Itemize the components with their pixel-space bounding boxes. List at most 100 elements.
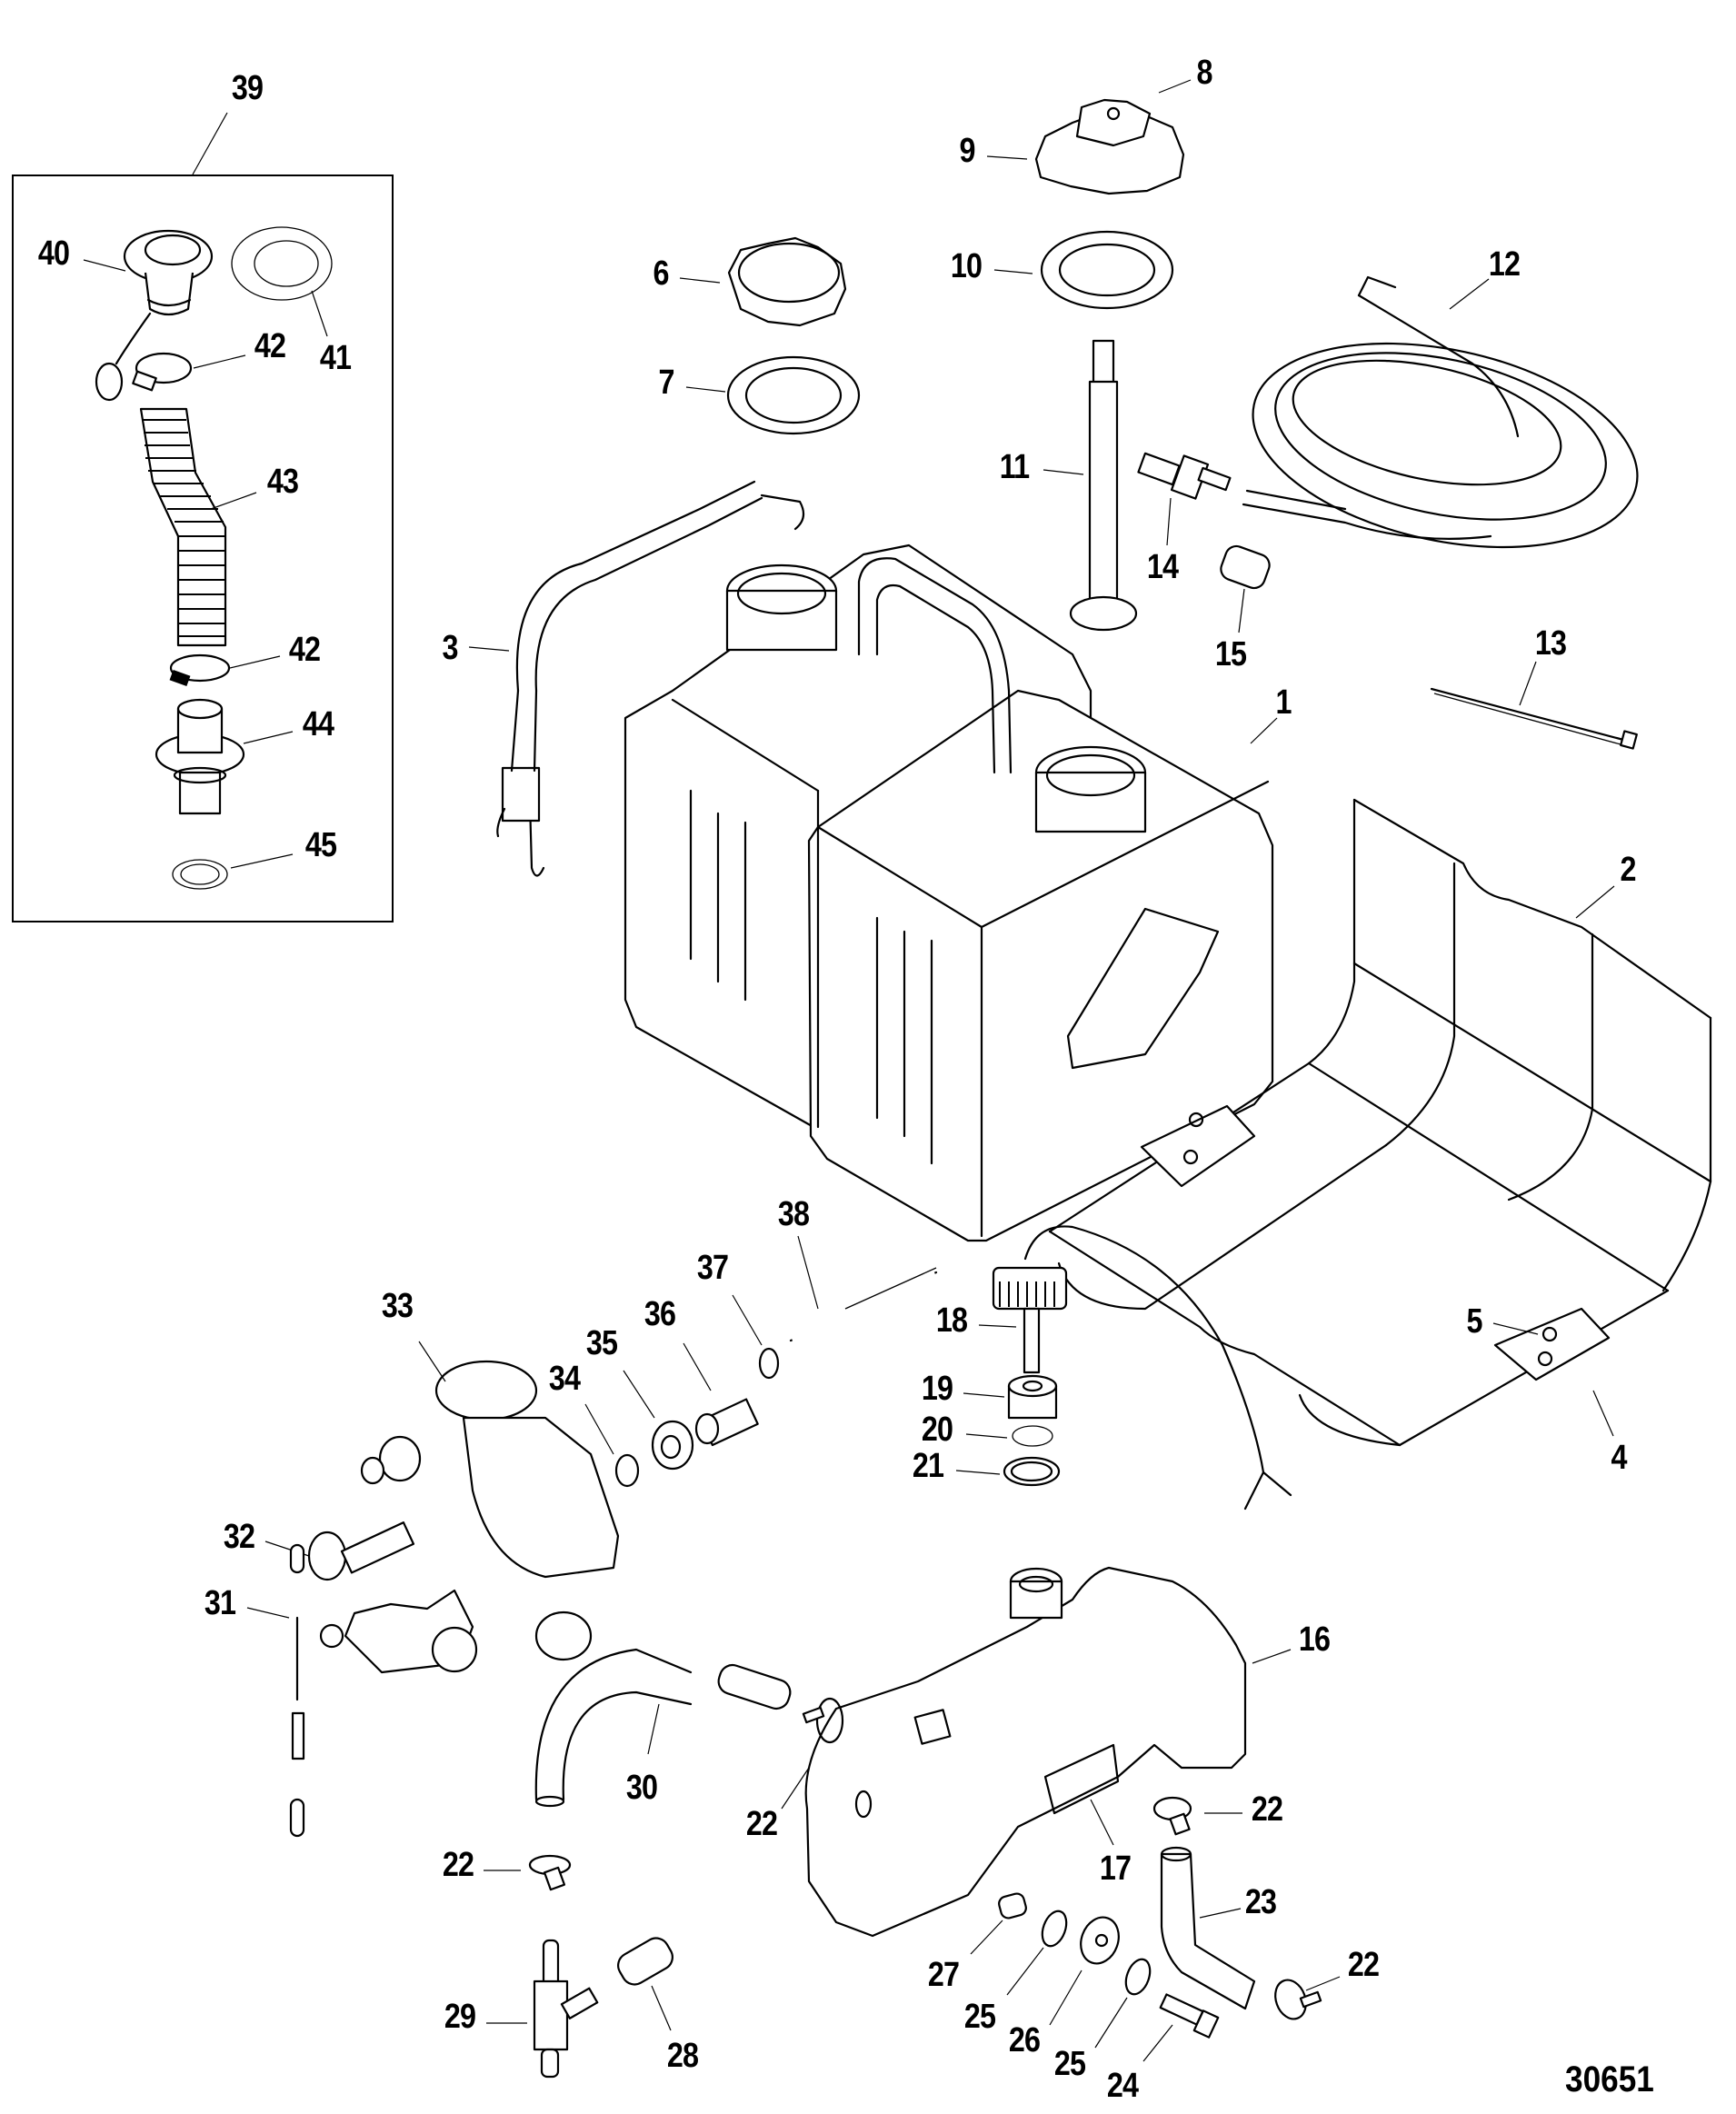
callout-25a: 25 [963, 1998, 996, 2036]
callout-42-upper: 42 [254, 327, 286, 365]
callout-22-right-upper: 22 [1251, 1790, 1283, 1829]
part-29-tee-fitting [533, 1939, 599, 2079]
part-13-cable-tie [1430, 687, 1638, 750]
leader-36 [683, 1342, 712, 1391]
part-14-fitting [1137, 452, 1232, 500]
callout-41: 41 [319, 339, 352, 377]
leader-12 [1449, 278, 1490, 310]
part-42-clamp-lower [169, 653, 231, 687]
leader-2 [1575, 885, 1615, 919]
callout-44: 44 [302, 705, 334, 743]
leader-5 [1492, 1322, 1539, 1335]
part-43-fill-hose [139, 407, 227, 647]
callout-2: 2 [1620, 851, 1636, 889]
part-44-fitting [155, 698, 245, 815]
leader-45 [230, 853, 294, 869]
part-27-bushing [998, 1892, 1027, 1920]
callout-24: 24 [1106, 2067, 1139, 2105]
callout-1: 1 [1275, 683, 1292, 722]
kit-39-group-box [12, 175, 394, 922]
leader-11 [1043, 469, 1084, 475]
callout-20: 20 [921, 1411, 953, 1449]
part-hose-short [717, 1663, 792, 1710]
callout-38: 38 [777, 1195, 810, 1233]
part-22-clamp-right-upper [1152, 1796, 1192, 1836]
leader-19 [963, 1392, 1005, 1398]
part-26-grommet [1080, 1916, 1120, 1965]
leader-41 [311, 290, 328, 337]
leader-44 [243, 731, 294, 744]
leader-23 [1199, 1908, 1242, 1919]
leader-7 [685, 386, 726, 393]
part-10-cap-gasket [1040, 230, 1174, 310]
part-42-clamp-upper [132, 352, 193, 392]
part-30-hose [534, 1648, 693, 1808]
part-33-oil-pump [319, 1360, 620, 1674]
callout-9: 9 [959, 132, 975, 170]
callout-6: 6 [653, 254, 669, 293]
leader-13 [1519, 661, 1537, 706]
leader-28 [651, 1985, 672, 2031]
callout-3: 3 [442, 629, 458, 667]
callout-45: 45 [304, 826, 337, 864]
leader-42-upper [193, 354, 246, 369]
leader-40 [83, 259, 126, 272]
part-4-clip-plate [1140, 1104, 1611, 1381]
part-25-washer-b [1124, 1958, 1152, 1996]
callout-31: 31 [204, 1584, 236, 1622]
callout-19: 19 [921, 1370, 953, 1408]
callout-21: 21 [912, 1447, 944, 1485]
part-32-screw [307, 1521, 415, 1581]
leader-20 [965, 1433, 1008, 1439]
part-36-bushing [694, 1398, 759, 1447]
callout-36: 36 [644, 1295, 676, 1333]
part-31-link-rod [289, 1543, 305, 1838]
part-22-clamp-left [528, 1854, 572, 1891]
leader-27 [970, 1920, 1003, 1955]
part-22-clamp-right-lower [1274, 1979, 1322, 2020]
part-19-grommet [1007, 1374, 1058, 1420]
leader-42-lower [229, 655, 281, 669]
leader-3 [468, 646, 510, 652]
leader-43 [210, 492, 257, 510]
leader-4 [1592, 1390, 1614, 1437]
leader-37 [732, 1294, 763, 1346]
leader-17 [1090, 1799, 1114, 1846]
callout-13: 13 [1534, 624, 1567, 663]
leader-21 [955, 1470, 1001, 1475]
leader-6 [679, 277, 721, 284]
callout-10: 10 [950, 247, 983, 285]
callout-7: 7 [658, 364, 674, 402]
part-28-hose [617, 1937, 673, 1986]
part-34-o-ring [614, 1453, 640, 1488]
part-11-pickup-tube [1069, 339, 1138, 632]
part-24-screw [1159, 1993, 1220, 2039]
leader-16 [1252, 1649, 1292, 1664]
callout-30: 30 [625, 1769, 658, 1807]
callout-23: 23 [1244, 1883, 1277, 1921]
callout-32: 32 [223, 1518, 255, 1556]
callout-28: 28 [666, 2037, 699, 2075]
leader-33 [418, 1341, 446, 1382]
part-1-remote-oil-tank [624, 543, 1274, 1242]
callout-8: 8 [1196, 54, 1212, 92]
callout-17: 17 [1099, 1850, 1132, 1888]
part-21-seal [1003, 1456, 1061, 1487]
part-25-washer-a [1041, 1910, 1068, 1948]
callout-34: 34 [548, 1360, 581, 1398]
callout-12: 12 [1488, 245, 1521, 284]
callout-29: 29 [444, 1998, 476, 2036]
part-35-seal [651, 1420, 694, 1471]
part-23-hose-elbow [1160, 1846, 1256, 2010]
part-18-oil-level-sensor [992, 1225, 1292, 1511]
part-2-tank-bracket [1048, 798, 1712, 1447]
part-7-cap-gasket [726, 355, 861, 435]
callout-26: 26 [1008, 2021, 1041, 2059]
leader-10 [993, 269, 1033, 274]
part-38-drive-shaft [789, 1267, 938, 1343]
leader-9 [986, 155, 1028, 160]
callout-18: 18 [935, 1301, 968, 1340]
callout-22-right-lower: 22 [1347, 1946, 1380, 1984]
